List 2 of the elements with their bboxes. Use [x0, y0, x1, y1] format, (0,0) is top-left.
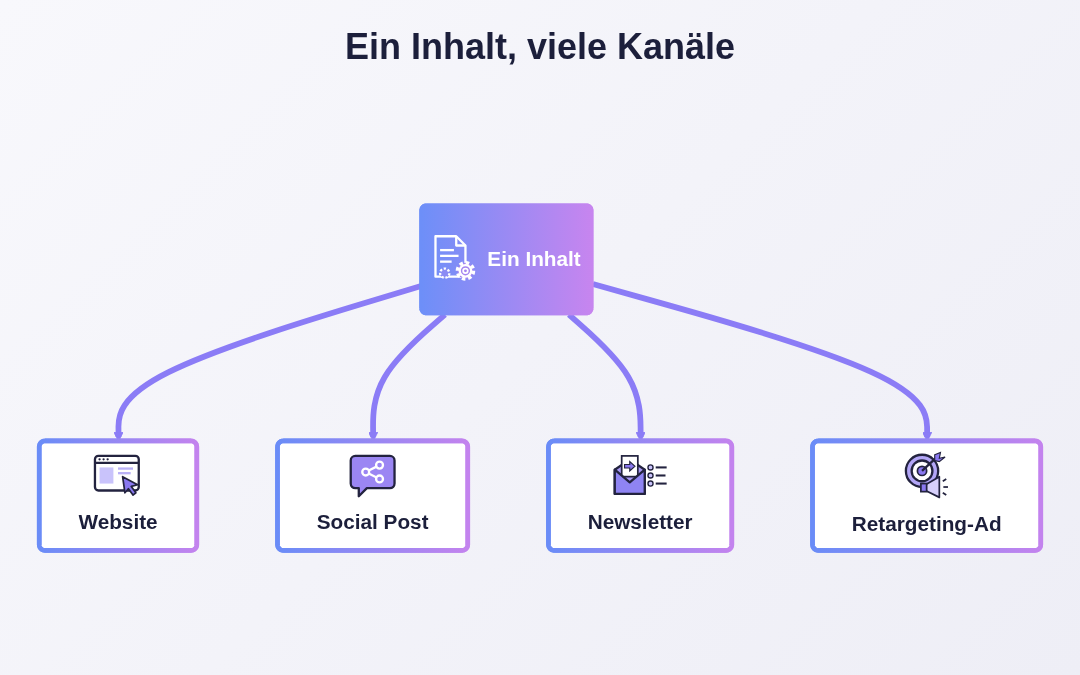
- arrow: [567, 312, 646, 442]
- diagram-title: Ein Inhalt, viele Kanäle: [344, 26, 736, 68]
